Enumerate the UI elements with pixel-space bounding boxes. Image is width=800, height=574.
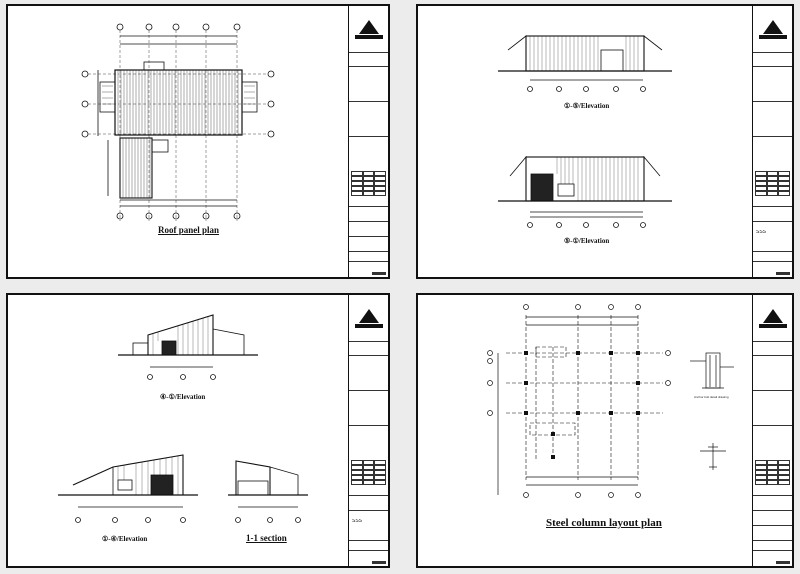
logo-bar [759, 324, 787, 328]
sheet-title-elevation-2: ⑤-①/Elevation [564, 237, 610, 245]
sheet-title-elevation-3: ④-①/Elevation [160, 393, 206, 401]
sheet-title-elevation-1: ①-⑤/Elevation [564, 102, 610, 110]
title-block [348, 6, 388, 277]
company-logo-icon [359, 309, 379, 323]
company-logo-icon [359, 20, 379, 34]
drawing-sheet-column-layout: Steel column layout plan Anchor bolt det… [416, 293, 794, 568]
elevation-section-drawings [58, 314, 308, 523]
sheet-stamp [372, 561, 386, 564]
sheet-title-roof-plan: Roof panel plan [158, 225, 220, 235]
sheet-title-column-layout: Steel column layout plan [546, 517, 662, 529]
drawing-sheet-elevations-section: ④-①/Elevation ①-④/Elevation 1-1 section … [6, 293, 390, 568]
revision-table [755, 171, 790, 196]
column-layout-drawing [487, 304, 734, 498]
revision-table [351, 171, 386, 196]
drawing-number: SSS [756, 230, 767, 234]
logo-bar [355, 35, 383, 39]
drawing-number: SSS [352, 519, 363, 523]
drawing-sheet-roof-plan: Roof panel plan [6, 4, 390, 279]
sheet-stamp [776, 272, 790, 275]
sheet-stamp [372, 272, 386, 275]
sheet-title-section: 1-1 section [246, 533, 287, 543]
company-logo-icon [763, 309, 783, 323]
detail-label-anchor-bolt: Anchor bolt detail drawing [694, 395, 729, 399]
sheet-stamp [776, 561, 790, 564]
company-logo-icon [763, 20, 783, 34]
drawing-sheet-elevations: ①-⑤/Elevation ⑤-①/Elevation SSS [416, 4, 794, 279]
title-block: SSS [348, 295, 388, 566]
title-block: SSS [752, 6, 792, 277]
logo-bar [355, 324, 383, 328]
sheet-title-elevation-4: ①-④/Elevation [102, 535, 148, 543]
title-block [752, 295, 792, 566]
logo-bar [759, 35, 787, 39]
roof-panel-plan-drawing [81, 23, 275, 221]
revision-table [351, 460, 386, 485]
revision-table [755, 460, 790, 485]
elevation-drawings [498, 35, 672, 228]
